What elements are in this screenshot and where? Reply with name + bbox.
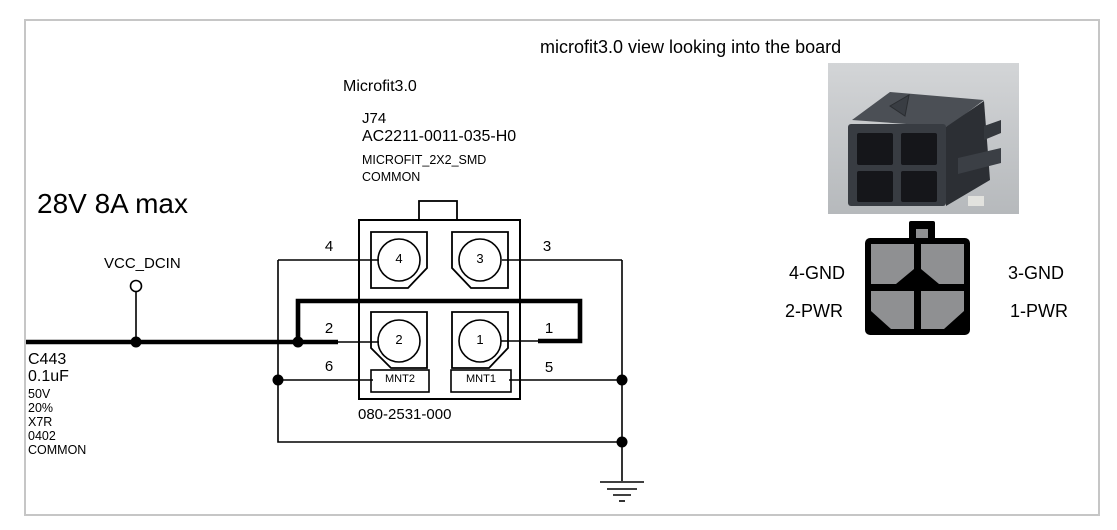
legend-quadrant-2 (871, 291, 914, 329)
connector-family-label: Microfit3.0 (343, 78, 417, 95)
legend-label-3-gnd: 3-GND (1008, 263, 1065, 283)
junction-dot (616, 436, 628, 448)
page-border (24, 19, 1100, 516)
left-gnd-wire (277, 260, 622, 443)
page-title: microfit3.0 view looking into the board (540, 37, 842, 57)
connector-body (358, 219, 521, 400)
legend-label-2-pwr: 2-PWR (785, 301, 843, 321)
cap-tolerance: 20% (28, 401, 54, 415)
connector-mpn: AC2211-0011-035-H0 (362, 128, 517, 145)
mnt2-label: MNT2 (385, 373, 415, 385)
junction-dot (292, 336, 304, 348)
junction-dot (130, 336, 142, 348)
pin-number-3: 3 (476, 251, 484, 266)
pin-label-2: 2 (324, 320, 334, 337)
cap-library: COMMON (28, 443, 87, 457)
cap-dielectric: X7R (28, 415, 53, 429)
legend-quadrant-4 (871, 244, 914, 284)
connector-tab (418, 200, 458, 221)
junction-dot (272, 374, 284, 386)
ground-symbol (600, 481, 644, 502)
legend-quadrant-1 (921, 291, 964, 329)
mnt1-label: MNT1 (466, 373, 496, 385)
cap-voltage: 50V (28, 387, 51, 401)
legend-label-4-gnd: 4-GND (788, 263, 845, 283)
pin-label-4: 4 (324, 238, 334, 255)
junction-dots (130, 336, 628, 448)
connector-photo (828, 63, 1019, 214)
connector-footprint: MICROFIT_2X2_SMD (362, 153, 487, 167)
cap-package: 0402 (28, 429, 56, 443)
mnt1-box (450, 369, 512, 393)
pin-number-2: 2 (395, 332, 403, 347)
pin-cavity-3 (451, 231, 509, 289)
legend-label-1-pwr: 1-PWR (1010, 301, 1068, 321)
pin-label-1: 1 (544, 320, 554, 337)
bus-loop-segment (295, 298, 583, 344)
power-rating-label: 28V 8A max (37, 188, 188, 219)
gnd-wires (135, 259, 623, 481)
net-label-vcc-dcin: VCC_DCIN (104, 255, 181, 272)
pin-cavity-4 (370, 231, 428, 289)
pin-cavity-1 (451, 311, 509, 369)
mnt2-box (370, 369, 430, 393)
pin-number-4: 4 (395, 251, 403, 266)
connector-library: COMMON (362, 170, 421, 184)
pin-number-1: 1 (476, 332, 484, 347)
pin-circle-2 (377, 319, 421, 363)
pin-label-3: 3 (542, 238, 552, 255)
legend-quadrant-3 (921, 244, 964, 284)
connector-part-code: 080-2531-000 (358, 406, 452, 423)
pin-label-5: 5 (544, 359, 554, 376)
cap-refdes: C443 (28, 351, 67, 368)
power-bus-wire (26, 298, 583, 345)
connector-refdes: J74 (362, 110, 387, 127)
cap-value: 0.1uF (28, 368, 69, 385)
pin-label-6: 6 (324, 358, 334, 375)
vcc-terminal-circle (129, 279, 143, 293)
junction-dot (616, 374, 628, 386)
pinout-legend-graphic (865, 221, 970, 335)
pin-circle-3 (458, 238, 502, 282)
